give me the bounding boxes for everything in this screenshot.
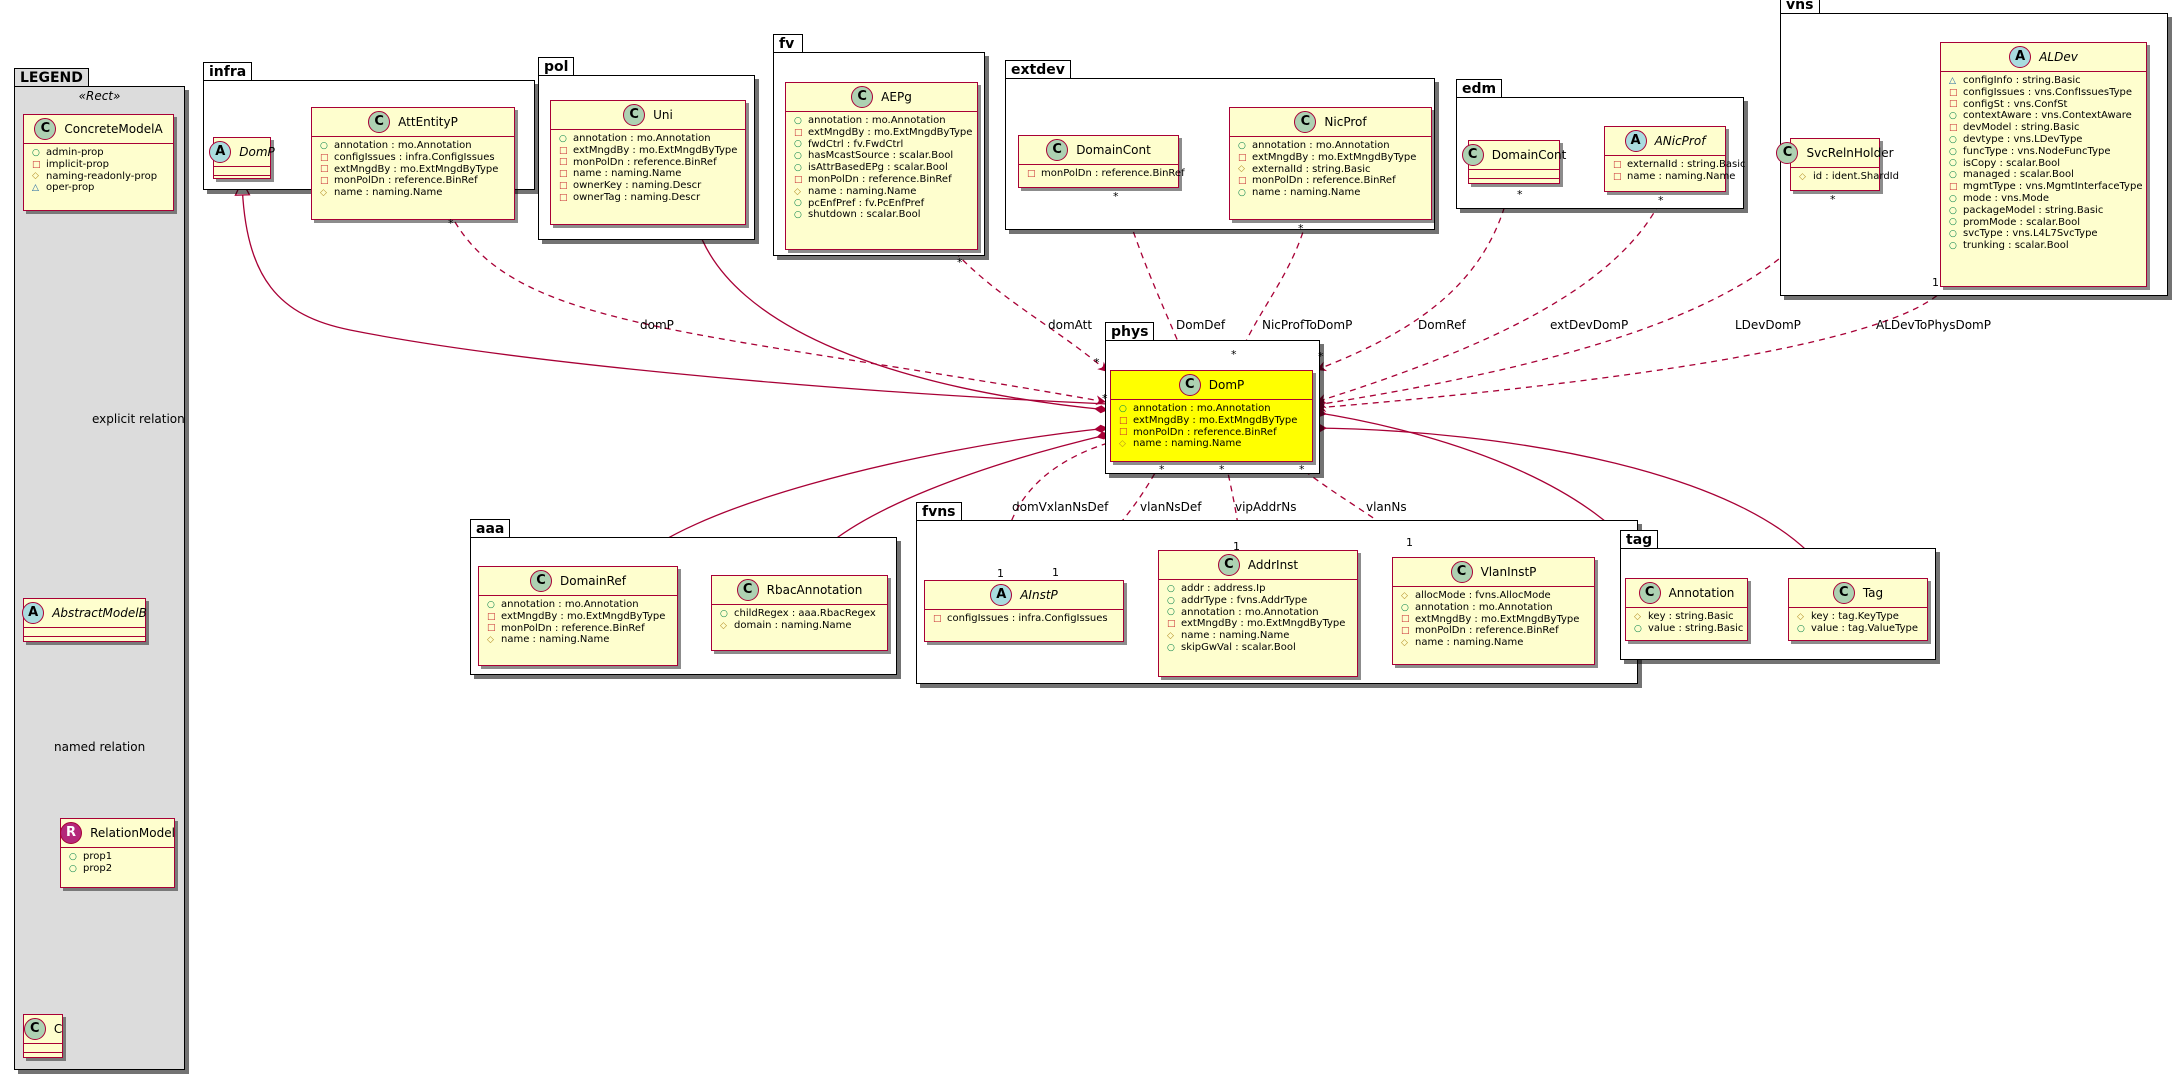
- relation-NicProfToDomP: [1234, 221, 1307, 367]
- relation-DomRef: [1315, 185, 1511, 372]
- legend-named-relation: [26, 643, 61, 1013]
- relation-ALDevToPhysDomP: [1315, 287, 1946, 413]
- relation-domAtt: [954, 251, 1109, 373]
- composition-domainref: [629, 424, 1109, 567]
- relation-extDevDomP: [1315, 193, 1665, 404]
- composition-tag-annotation: [1312, 409, 1656, 579]
- composition-uni: [696, 225, 1109, 414]
- relation-domP: [454, 221, 1107, 406]
- composition-rbacannotation: [799, 431, 1111, 576]
- relation-domVxlanNsDef: [997, 439, 1119, 580]
- relation-vlanNs: [1295, 463, 1421, 557]
- relation-LDevDomP: [1315, 192, 1837, 409]
- inheritance-domp: [242, 181, 1109, 405]
- relation-DomDef: [1119, 189, 1190, 367]
- relation-vlanNsDef: [1055, 463, 1161, 580]
- legend-explicit-relation: [79, 212, 96, 597]
- relation-vipAddrNs: [1225, 463, 1245, 550]
- composition-tag: [1312, 424, 1831, 579]
